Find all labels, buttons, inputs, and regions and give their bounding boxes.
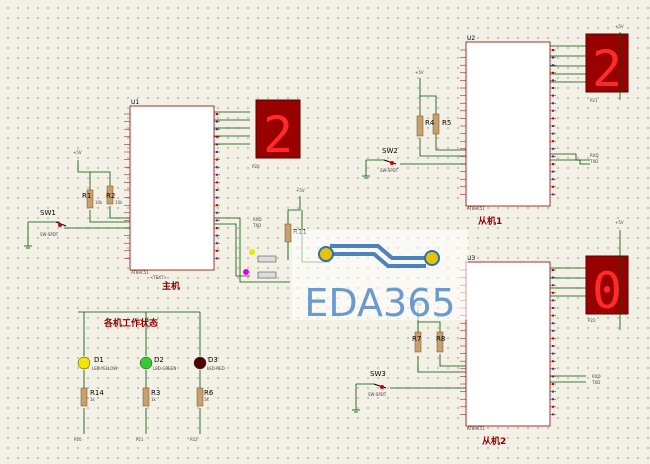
- u2-title: 从机1: [478, 215, 502, 227]
- r1-value: 10k: [95, 200, 103, 205]
- net-txd-u1: TXD: [252, 223, 261, 228]
- net-rxd-u1: RXD: [253, 217, 262, 222]
- net-p22: P22: [190, 437, 198, 442]
- d1-label: D1: [94, 356, 104, 364]
- u1-part: AT89C51: [131, 270, 149, 275]
- r6-label: R6: [204, 389, 214, 397]
- d3-label: D3: [208, 356, 218, 364]
- d2-label: D2: [154, 356, 164, 364]
- sw2-part: SW-SPDT: [380, 168, 399, 173]
- u1-title: 主机: [162, 280, 180, 292]
- sw3-part: SW-SPDT: [368, 392, 387, 397]
- net-p21-u2: P21: [590, 98, 598, 103]
- chip-u2[interactable]: U2 AT89C51: [465, 35, 551, 211]
- status-title: 各机工作状态: [103, 317, 158, 329]
- sw1-label: SW1: [40, 209, 56, 217]
- r4-label: R4: [425, 119, 435, 127]
- u3-title: 从机2: [482, 435, 506, 447]
- led-d1: D1 LED-YELLOW: [77, 356, 117, 371]
- display-slave1-digit: 2: [592, 40, 622, 98]
- vcc-right1: +5V: [615, 24, 624, 29]
- switch-sw3[interactable]: SW3 SW-SPDT: [368, 370, 387, 397]
- sw3-label: SW3: [370, 370, 386, 378]
- display-slave1: 2: [585, 33, 629, 98]
- display-master: 2: [255, 99, 301, 164]
- net-rxd-u2: RXD: [590, 153, 599, 158]
- pin-stubs: [124, 49, 556, 416]
- r3-value: 1k: [151, 397, 157, 402]
- vcc-comm: +5V: [296, 188, 305, 193]
- u2-part: AT89C51: [467, 206, 485, 211]
- r8-label: R8: [436, 335, 445, 343]
- r7-label: R7: [412, 335, 421, 343]
- net-p20: P20: [74, 437, 82, 442]
- display-slave2-digit: 0: [592, 262, 622, 320]
- net-txd-u3: TXD: [591, 380, 600, 385]
- chip-u1[interactable]: U1 AT89C51 <TEXT>: [129, 99, 215, 280]
- net-p21: P21: [136, 437, 144, 442]
- display-master-digit: 2: [263, 106, 293, 164]
- switch-sw1[interactable]: SW1 SW-SPDT: [40, 209, 67, 237]
- led-d2: D2 LED-GREEN: [139, 356, 176, 371]
- u2-ref: U2: [467, 35, 475, 42]
- net-txd-u2: TXD: [589, 159, 598, 164]
- net-p20-u1: P20: [252, 164, 260, 169]
- sw1-part: SW-SPDT: [40, 232, 59, 237]
- vcc-master: +5V: [73, 150, 82, 155]
- r2-label: R2: [106, 192, 115, 200]
- display-slave2: 0: [585, 255, 629, 320]
- d2-part: LED-GREEN: [153, 366, 176, 371]
- r2-value: 10k: [115, 200, 123, 205]
- d3-part: LED-RED: [207, 366, 225, 371]
- vcc-slave1: +5V: [415, 70, 424, 75]
- chip-u3[interactable]: U3 AT89C51: [465, 255, 551, 431]
- r14-label: R14: [90, 389, 104, 397]
- r14-value: 1k: [90, 397, 96, 402]
- u3-ref: U3: [467, 255, 475, 262]
- led-d3: D3 LED-RED: [193, 356, 225, 371]
- comm-indicators: [243, 249, 277, 279]
- net-p22-u3: P22: [588, 318, 596, 323]
- r3-label: R3: [151, 389, 160, 397]
- u1-ref: U1: [131, 99, 139, 106]
- resistor-bodies: [80, 113, 444, 407]
- r6-value: 1k: [204, 397, 210, 402]
- r5-label: R5: [442, 119, 451, 127]
- sw2-label: SW2: [382, 147, 398, 155]
- u3-part: AT89C51: [467, 426, 485, 431]
- vcc-right2: +5V: [615, 220, 624, 225]
- u1-text: <TEXT>: [150, 275, 167, 280]
- ground-symbols: [24, 175, 370, 413]
- r1-label: R1: [82, 192, 91, 200]
- d1-part: LED-YELLOW: [92, 366, 117, 371]
- switch-sw2[interactable]: SW2 SW-SPDT: [380, 147, 399, 173]
- watermark: EDA365: [292, 230, 468, 325]
- net-rxd-u3: RXD: [592, 374, 601, 379]
- watermark-text: EDA365: [304, 281, 455, 325]
